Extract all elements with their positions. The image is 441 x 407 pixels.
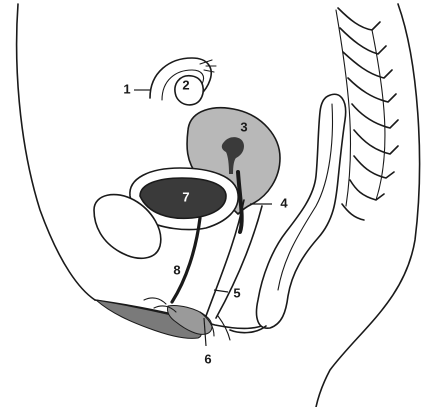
label-8: 8 bbox=[173, 262, 180, 277]
fimbriae bbox=[200, 60, 216, 72]
body-front-outline bbox=[17, 4, 95, 300]
label-1: 1 bbox=[123, 81, 130, 96]
label-6: 6 bbox=[204, 351, 211, 366]
urethra bbox=[172, 218, 200, 302]
label-3: 3 bbox=[240, 119, 247, 134]
label-4: 4 bbox=[280, 195, 288, 210]
label-7: 7 bbox=[182, 189, 189, 204]
label-2: 2 bbox=[182, 77, 189, 92]
label-5: 5 bbox=[233, 285, 240, 300]
